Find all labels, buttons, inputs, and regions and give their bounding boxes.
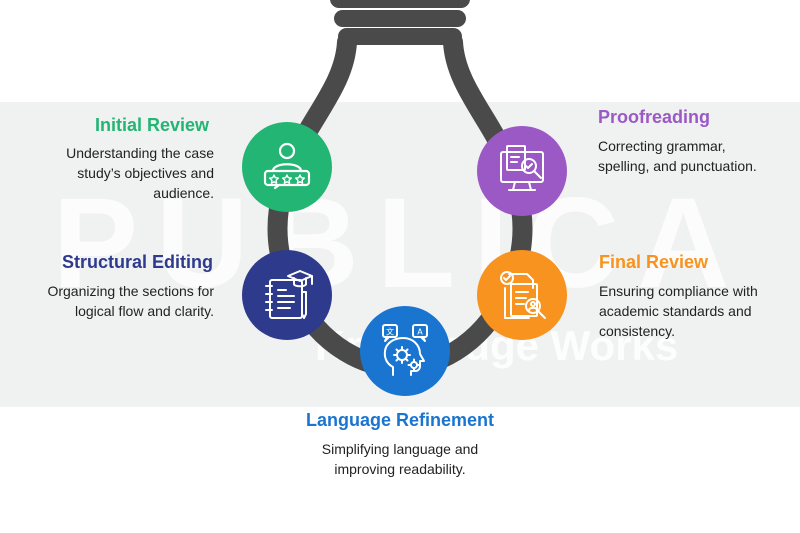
proofreading-title: Proofreading	[598, 107, 711, 127]
structural-editing-circle	[242, 250, 332, 340]
language-refinement-desc: Simplifying language and improving reada…	[321, 441, 479, 477]
language-refinement-title: Language Refinement	[305, 410, 495, 430]
watermark-main: PUBLICA	[52, 172, 748, 315]
notebook-graduation-icon	[265, 270, 313, 319]
svg-text:文: 文	[386, 327, 394, 337]
proofreading-circle	[477, 126, 567, 216]
language-refinement-circle: 文 A	[360, 306, 450, 396]
documents-search-check-icon	[500, 271, 546, 319]
final-review-circle	[477, 250, 567, 340]
review-rating-icon	[263, 142, 311, 190]
proofreading-desc: Correcting grammar, spelling, and punctu…	[598, 138, 757, 174]
final-review-desc: Ensuring compliance with academic standa…	[599, 283, 758, 339]
final-review-title: Final Review	[599, 252, 709, 272]
monitor-document-search-icon	[500, 145, 544, 191]
initial-review-title: Initial Review	[94, 115, 209, 135]
structural-editing-title: Structural Editing	[61, 252, 213, 272]
initial-review-desc: Understanding the case study’s objective…	[66, 145, 214, 201]
head-gears-translate-icon: 文 A	[382, 324, 428, 376]
bulb-base	[330, 0, 470, 45]
initial-review-circle	[242, 122, 332, 212]
svg-text:A: A	[417, 328, 423, 337]
structural-editing-desc: Organizing the sections for logical flow…	[47, 283, 214, 319]
